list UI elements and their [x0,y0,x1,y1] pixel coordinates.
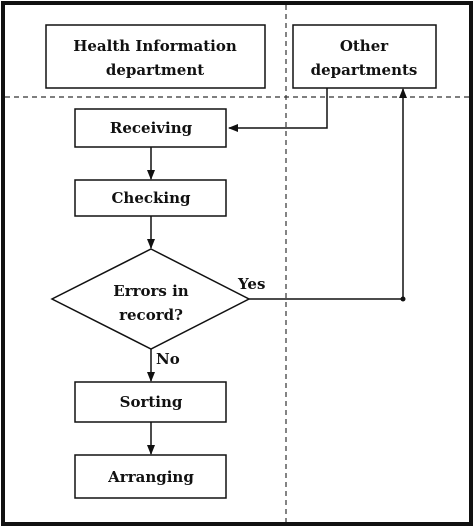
branch-no-label: No [156,350,180,368]
lane-header-other-departments: Other departments [292,24,437,89]
lane-title-line1: Other [340,37,389,55]
step-sorting-label: Sorting [120,393,183,411]
step-arranging: Arranging [74,454,227,499]
lane-title-line2: department [106,61,204,79]
step-arranging-label: Arranging [107,468,194,486]
lane-header-health-information: Health Information department [45,24,266,89]
branch-yes-label: Yes [237,275,265,293]
step-checking: Checking [74,179,227,217]
arrow-other-departments-to-receiving [228,88,328,132]
decision-label-line2: record? [119,306,183,324]
step-receiving-label: Receiving [110,119,193,137]
decision-label-line1: Errors in [113,282,189,300]
arrow-yes-to-other-departments [249,88,407,300]
decision-errors-in-record: Errors in record? [50,248,251,350]
step-checking-label: Checking [111,189,191,207]
junction-dot [400,296,406,302]
step-receiving: Receiving [74,108,227,148]
lane-title-line2: departments [311,61,418,79]
lane-title-line1: Health Information [73,37,237,55]
step-sorting: Sorting [74,381,227,423]
